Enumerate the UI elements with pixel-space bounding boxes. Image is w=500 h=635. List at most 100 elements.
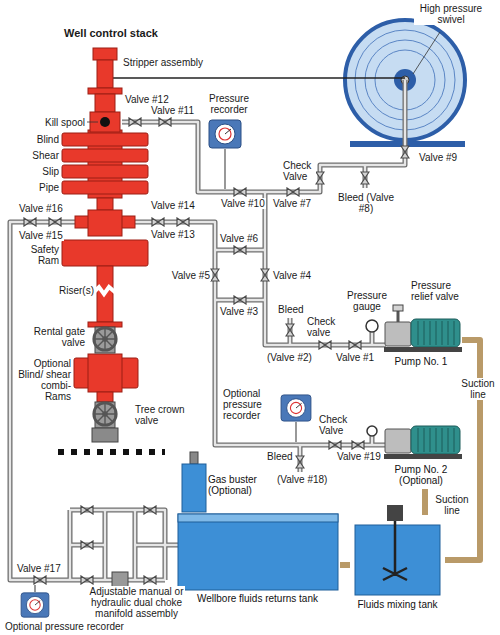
equipment-node: Pump No. 1 bbox=[380, 312, 462, 370]
equipment-node: Gas buster (Optional) bbox=[176, 460, 268, 499]
valve-symbols bbox=[352, 441, 364, 449]
part-label: Valve #17 bbox=[16, 563, 62, 574]
part-label: Valve #7 bbox=[272, 198, 312, 209]
pumps bbox=[397, 310, 400, 322]
part-label: Stripper assembly bbox=[122, 57, 204, 68]
part-label: Tree crown valve bbox=[134, 404, 196, 426]
tanks bbox=[387, 505, 403, 521]
node-text: Fluids mixing tank bbox=[350, 599, 445, 610]
pumps bbox=[384, 426, 462, 459]
part-label: Blind bbox=[18, 134, 60, 145]
valve-symbols bbox=[24, 118, 409, 588]
part-label: High pressure swivel bbox=[414, 3, 488, 25]
part-label: Valve #11 bbox=[150, 105, 195, 116]
part-label: Valve #9 bbox=[418, 152, 458, 163]
valves-on-stack bbox=[94, 403, 116, 425]
valve-symbols bbox=[234, 296, 246, 304]
well-control-stack bbox=[97, 60, 113, 88]
part-label: Valve #14 bbox=[150, 200, 196, 211]
tanks bbox=[182, 464, 206, 512]
well-control-stack bbox=[62, 165, 148, 178]
node-text: Pump No. 1 bbox=[380, 356, 462, 367]
part-label: Valve #1 bbox=[335, 352, 375, 363]
valve-symbols bbox=[144, 506, 156, 514]
well-control-stack bbox=[62, 181, 148, 194]
edge-label: Suction line bbox=[458, 378, 498, 400]
part-label: Bleed bbox=[277, 304, 305, 315]
suction-pipe bbox=[445, 340, 480, 560]
part-label: Check Valve bbox=[282, 160, 316, 182]
valves-on-stack bbox=[92, 428, 118, 442]
equipment-node: Wellbore fluids returns tank bbox=[175, 505, 340, 607]
pressure-recorders bbox=[209, 120, 241, 148]
well-control-stack bbox=[88, 210, 122, 236]
part-label: Valve #19 bbox=[336, 451, 382, 462]
well-control-stack bbox=[95, 94, 115, 112]
part-label: Optional pressure recorder bbox=[4, 621, 125, 632]
valve-symbols bbox=[81, 541, 93, 549]
part-label: Check Valve bbox=[318, 414, 354, 436]
kill-spool-port bbox=[100, 117, 110, 127]
pressure-recorders bbox=[281, 395, 311, 421]
node-text: Gas buster (Optional) bbox=[208, 474, 268, 496]
pressure-recorders bbox=[21, 593, 49, 617]
equipment-node: Fluids mixing tank bbox=[350, 515, 445, 613]
part-label: Valve #3 bbox=[219, 306, 259, 317]
part-label: (Valve #2) bbox=[266, 352, 313, 363]
part-label: Riser(s) bbox=[43, 285, 95, 296]
pipework bbox=[10, 80, 405, 580]
valve-symbols bbox=[319, 341, 331, 349]
coil-tubing bbox=[113, 77, 405, 79]
part-label: Shear bbox=[18, 150, 60, 161]
part-label: Safety Ram bbox=[18, 244, 60, 266]
pumps bbox=[367, 426, 377, 436]
node-text: Wellbore fluids returns tank bbox=[175, 593, 340, 604]
valve-symbols bbox=[49, 218, 61, 226]
valve-symbols bbox=[234, 188, 246, 196]
pumps bbox=[393, 305, 403, 311]
part-label: Rental gate valve bbox=[24, 326, 86, 348]
valve-symbols bbox=[261, 269, 269, 281]
valve-symbols bbox=[177, 218, 189, 226]
valve-symbols bbox=[24, 218, 36, 226]
valve-symbols bbox=[152, 218, 164, 226]
part-label: Valve #5 bbox=[159, 270, 211, 281]
valves-on-stack bbox=[58, 449, 165, 455]
part-label: (Valve #18) bbox=[276, 474, 328, 485]
well-control-stack bbox=[62, 240, 148, 266]
valve-symbols bbox=[159, 118, 171, 126]
part-label: Valve #16 bbox=[18, 203, 64, 214]
equipment-node: Pump No. 2 (Optional) bbox=[380, 420, 462, 489]
tanks bbox=[178, 514, 338, 522]
valves-on-stack bbox=[94, 328, 116, 350]
valve-symbols bbox=[144, 576, 156, 584]
part-label: Pressure recorder bbox=[203, 93, 255, 115]
valve-symbols bbox=[81, 576, 93, 584]
part-label: Valve #4 bbox=[272, 270, 312, 281]
part-label: Pressure relief valve bbox=[410, 280, 474, 302]
part-label: Valve #12 bbox=[124, 94, 170, 105]
part-label: Optional pressure recorder bbox=[222, 388, 276, 421]
valve-symbols bbox=[286, 324, 294, 336]
part-label: Valve #6 bbox=[219, 233, 259, 244]
part-label: Valve #13 bbox=[150, 229, 196, 240]
pumps bbox=[366, 320, 378, 332]
leader-line bbox=[87, 122, 98, 123]
tanks bbox=[383, 521, 407, 580]
valve-symbols bbox=[34, 576, 46, 584]
part-label: Bleed bbox=[266, 451, 294, 462]
well-control-stack bbox=[97, 198, 113, 210]
suction-pipe bbox=[340, 562, 350, 568]
valve-symbols bbox=[329, 441, 341, 449]
tanks bbox=[355, 525, 440, 595]
well-control-stack bbox=[88, 88, 122, 94]
part-label: Slip bbox=[18, 166, 60, 177]
valve-symbols bbox=[361, 172, 369, 184]
valve-symbols bbox=[129, 118, 141, 126]
tanks bbox=[178, 514, 338, 590]
pipework bbox=[10, 80, 405, 580]
tanks bbox=[190, 452, 198, 464]
well-control-stack bbox=[88, 354, 122, 392]
riser-break bbox=[94, 287, 116, 294]
valve-symbols bbox=[234, 246, 246, 254]
